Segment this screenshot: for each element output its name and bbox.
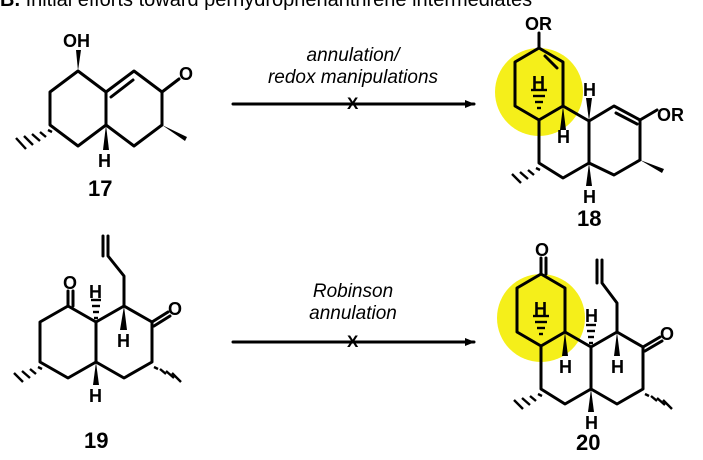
wedge-bond xyxy=(586,98,592,121)
atom-label-h: H xyxy=(583,80,596,100)
condition-line: Robinson xyxy=(312,281,394,302)
compound-number-20: 20 xyxy=(576,430,601,455)
condition-line: redox manipulations xyxy=(267,67,439,88)
atom-label-o: O xyxy=(535,240,549,260)
highlight-circle-20 xyxy=(497,274,585,362)
hash-bond xyxy=(13,365,43,383)
compound-number-19: 19 xyxy=(84,428,109,453)
section-title: Initial efforts toward perhydrophenanthr… xyxy=(25,0,533,11)
atom-label-h: H xyxy=(534,299,547,319)
hash-bond xyxy=(91,298,101,320)
structure-18: OR OR H H H H xyxy=(511,14,684,207)
hash-bond xyxy=(15,128,53,150)
scheme-header: B. Initial efforts toward perhydrophenan… xyxy=(0,0,532,12)
atom-label-h: H xyxy=(611,357,624,377)
atom-label-h: H xyxy=(559,357,572,377)
atom-label-h: H xyxy=(585,413,598,433)
structure-20: O O H H H H H xyxy=(513,240,674,433)
hash-bond xyxy=(531,88,547,110)
atom-label-o: O xyxy=(168,299,182,319)
structure-17: OH O H xyxy=(15,31,193,171)
atom-label-o: O xyxy=(63,273,77,293)
section-label: B. xyxy=(0,0,20,11)
atom-label-or: OR xyxy=(657,105,684,125)
highlight-circle-18 xyxy=(495,48,583,136)
condition-line: annulation xyxy=(309,303,397,324)
atom-label-oh: OH xyxy=(63,31,90,51)
wedge-bond xyxy=(614,332,620,356)
atom-label-o: O xyxy=(660,324,674,344)
atom-label-h: H xyxy=(585,306,598,326)
reaction-conditions-bottom: Robinson annulation xyxy=(283,281,423,325)
atom-label-or: OR xyxy=(525,14,552,34)
hash-bond xyxy=(644,392,673,410)
failed-reaction-mark: X xyxy=(347,332,359,351)
hash-bond xyxy=(513,392,543,410)
condition-line: annulation/ xyxy=(306,45,400,66)
hash-bond xyxy=(511,166,541,184)
wedge-bond xyxy=(120,306,127,330)
atom-label-h: H xyxy=(89,282,102,302)
atom-label-h: H xyxy=(583,187,596,207)
wedge-bond xyxy=(640,160,664,173)
hash-bond xyxy=(533,314,549,336)
compound-number-18: 18 xyxy=(577,206,602,231)
failed-reaction-mark: X xyxy=(347,94,359,113)
hash-bond xyxy=(586,323,596,345)
atom-label-h: H xyxy=(532,73,545,93)
compound-number-17: 17 xyxy=(88,176,113,201)
atom-label-h: H xyxy=(117,331,130,351)
hash-bond xyxy=(153,365,182,383)
reaction-conditions-top: annulation/ redox manipulations xyxy=(263,45,443,89)
atom-label-o: O xyxy=(179,64,193,84)
wedge-bond xyxy=(93,362,99,385)
wedge-bond xyxy=(562,332,568,356)
wedge-bond xyxy=(588,389,594,412)
atom-label-h: H xyxy=(89,386,102,406)
wedge-bond xyxy=(586,163,592,186)
atom-label-h: H xyxy=(98,151,111,171)
wedge-bond xyxy=(560,106,566,130)
wedge-bond xyxy=(103,125,109,150)
structure-19: O O H H H xyxy=(13,234,182,406)
wedge-bond xyxy=(76,50,81,71)
atom-label-h: H xyxy=(557,127,570,147)
wedge-bond xyxy=(162,125,187,141)
